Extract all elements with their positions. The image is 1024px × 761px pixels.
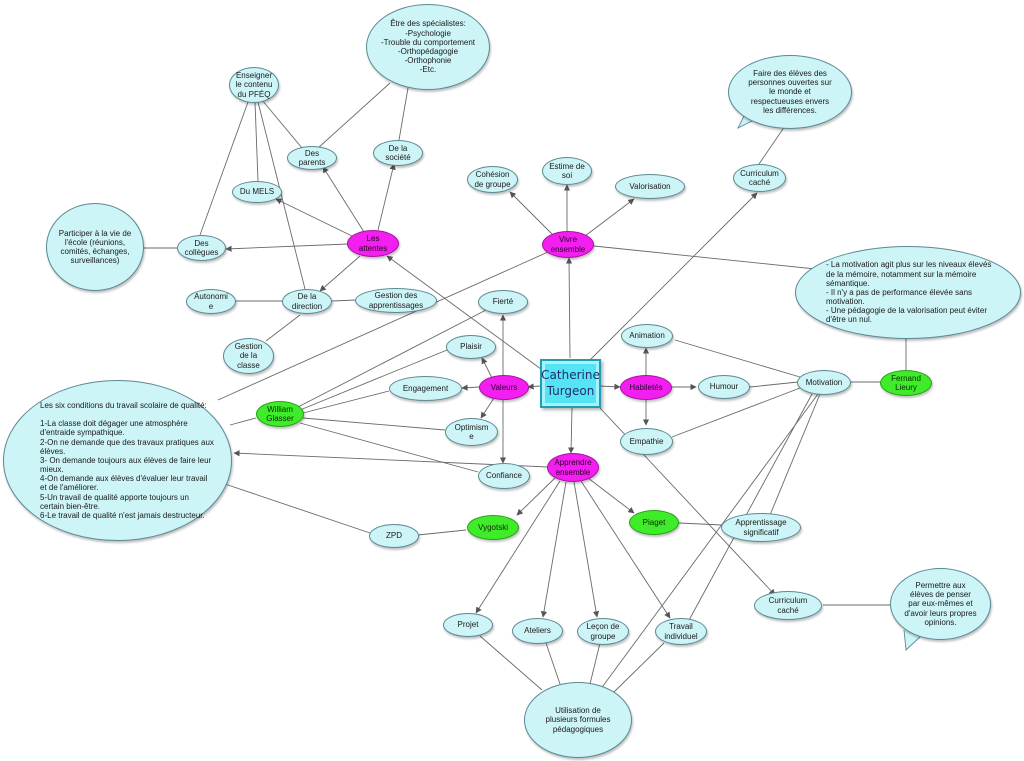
- node-valorisation[interactable]: Valorisation: [615, 174, 685, 199]
- node-habiletes[interactable]: Habiletés: [620, 375, 672, 400]
- node-cohesion[interactable]: Cohésion de groupe: [467, 166, 518, 193]
- edge-projet-utilisation: [479, 635, 543, 691]
- node-optimisme[interactable]: Optimism e: [445, 418, 498, 446]
- edge-sixconditions-zpd: [224, 483, 371, 534]
- edge-vivre-cohesion: [509, 191, 555, 237]
- edge-direction-gestionapp: [331, 299, 357, 302]
- node-apprentissage-significatif[interactable]: Apprentissage significatif: [721, 513, 801, 542]
- edge-travail-utilisation: [613, 642, 665, 693]
- node-permettre-eleves[interactable]: Permettre aux élèves de penser par eux-m…: [890, 568, 991, 640]
- edge-motivation-travail: [687, 393, 813, 623]
- edge-glasser-confiance: [299, 422, 479, 473]
- edge-glasser-plaisir: [299, 349, 448, 411]
- node-piaget[interactable]: Piaget: [629, 510, 679, 535]
- edge-attentes-collegues: [225, 243, 349, 252]
- node-des-parents[interactable]: Des parents: [287, 146, 337, 170]
- edge-center-valeurs: [527, 383, 541, 390]
- edge-vivre-sixconditions: [217, 251, 549, 401]
- edge-valeurs-plaisir: [481, 357, 493, 379]
- edge-enseigner-collegues: [199, 101, 249, 236]
- node-six-conditions[interactable]: Les six conditions du travail scolaire d…: [3, 380, 232, 541]
- node-humour[interactable]: Humour: [698, 375, 750, 399]
- edge-glasser-optimisme: [302, 417, 446, 431]
- node-enseigner-contenu[interactable]: Enseigner le contenu du PFÉQ: [229, 67, 279, 103]
- node-de-la-direction[interactable]: De la direction: [282, 289, 332, 314]
- edge-piaget-apprentissage: [678, 522, 723, 526]
- node-curriculum-cache-1[interactable]: Curriculum caché: [733, 164, 786, 192]
- node-curriculum-cache-2[interactable]: Curriculum caché: [754, 591, 822, 620]
- edge-glasser-fierte: [297, 308, 489, 408]
- edge-glasser-sixconditions: [229, 417, 257, 426]
- edge-attentes-parents: [322, 166, 365, 233]
- edge-specialistes-parents: [317, 82, 391, 149]
- node-estime[interactable]: Estime de soi: [542, 157, 592, 185]
- edge-animation-motivation: [674, 339, 801, 378]
- edge-zpd-vygotski: [417, 529, 467, 536]
- node-vygotski[interactable]: Vygotski: [467, 515, 519, 540]
- node-gestion-apprentissages[interactable]: Gestion des apprentissages: [355, 288, 437, 313]
- edge-center-curriculum1: [589, 192, 758, 361]
- edge-vivre-valorisation: [584, 198, 635, 237]
- edge-center-apprendre: [567, 407, 575, 454]
- node-faire-eleves[interactable]: Faire des élèves des personnes ouvertes …: [728, 55, 852, 129]
- edge-attentes-mels: [275, 198, 353, 237]
- edge-center-attentes: [386, 255, 546, 373]
- node-travail-individuel[interactable]: Travail individuel: [655, 618, 707, 645]
- node-motivation[interactable]: Motivation: [797, 370, 851, 395]
- node-lecon-groupe[interactable]: Leçon de groupe: [577, 618, 629, 645]
- node-confiance[interactable]: Confiance: [478, 463, 530, 489]
- edge-specialistes-societe: [398, 87, 409, 141]
- node-vivre-ensemble[interactable]: Vivre ensemble: [542, 231, 594, 258]
- node-projet[interactable]: Projet: [443, 613, 493, 637]
- edge-apprendre-ateliers: [540, 481, 567, 618]
- edge-enseigner-mels: [254, 101, 259, 182]
- edge-apprendre-vygotski: [516, 477, 556, 516]
- node-de-la-societe[interactable]: De la société: [373, 140, 423, 166]
- edge-motivation-utilisation: [599, 393, 819, 691]
- edge-valeurs-optimisme: [480, 397, 495, 419]
- node-plaisir[interactable]: Plaisir: [446, 335, 496, 359]
- node-du-mels[interactable]: Du MELS: [232, 181, 282, 203]
- node-engagement[interactable]: Engagement: [389, 376, 462, 401]
- edge-glasser-engagement: [302, 390, 390, 414]
- edge-apprendre-projet: [475, 480, 561, 614]
- node-fernand-lieury[interactable]: Fernand Lieury: [880, 370, 932, 396]
- node-des-collegues[interactable]: Des collègues: [177, 235, 226, 261]
- edge-center-vivre: [565, 257, 573, 359]
- node-apprendre-ensemble[interactable]: Apprendre ensemble: [547, 453, 599, 482]
- edge-apprendre-lecon: [573, 481, 600, 618]
- node-motivation-note[interactable]: - La motivation agit plus sur les niveau…: [795, 246, 1021, 339]
- edge-valeurs-engagement: [461, 384, 480, 391]
- node-les-attentes[interactable]: Les attentes: [347, 230, 399, 257]
- node-autonomie[interactable]: Autonomi e: [186, 289, 236, 314]
- node-gestion-classe[interactable]: Gestion de la classe: [223, 338, 274, 374]
- edge-direction-gestionclasse: [265, 314, 301, 342]
- node-utilisation[interactable]: Utilisation de plusieurs formules pédago…: [524, 682, 632, 758]
- edge-curriculum1-faire: [758, 125, 786, 165]
- edge-vivre-motivationnote: [593, 245, 826, 271]
- edge-enseigner-direction: [257, 101, 306, 290]
- edge-ateliers-utilisation: [545, 642, 561, 685]
- edge-empathie-motivation: [671, 387, 801, 438]
- node-animation[interactable]: Animation: [621, 324, 673, 348]
- node-valeurs[interactable]: Valeurs: [479, 375, 529, 400]
- node-ateliers[interactable]: Ateliers: [512, 618, 563, 644]
- edge-lecon-utilisation: [589, 642, 601, 685]
- node-empathie[interactable]: Empathie: [620, 428, 673, 455]
- edge-center-habiletes: [598, 383, 621, 390]
- node-william-glasser[interactable]: William Glasser: [256, 401, 304, 427]
- center-node-catherine-turgeon[interactable]: Catherine Turgeon: [540, 359, 601, 408]
- node-zpd[interactable]: ZPD: [369, 524, 419, 548]
- edge-motivation-apprentissage: [769, 393, 821, 516]
- node-specialistes[interactable]: Être des spécialistes: -Psychologie -Tro…: [366, 4, 490, 90]
- edge-humour-motivation: [749, 381, 799, 388]
- edge-apprendre-piaget: [587, 477, 635, 514]
- edge-attentes-societe: [377, 163, 396, 231]
- node-fierte[interactable]: Fierté: [478, 290, 528, 314]
- node-participer[interactable]: Participer à la vie de l'école (réunions…: [46, 203, 144, 291]
- edge-apprendre-travail: [580, 480, 671, 619]
- edge-attentes-direction: [319, 255, 361, 292]
- edge-enseigner-parents: [261, 99, 303, 149]
